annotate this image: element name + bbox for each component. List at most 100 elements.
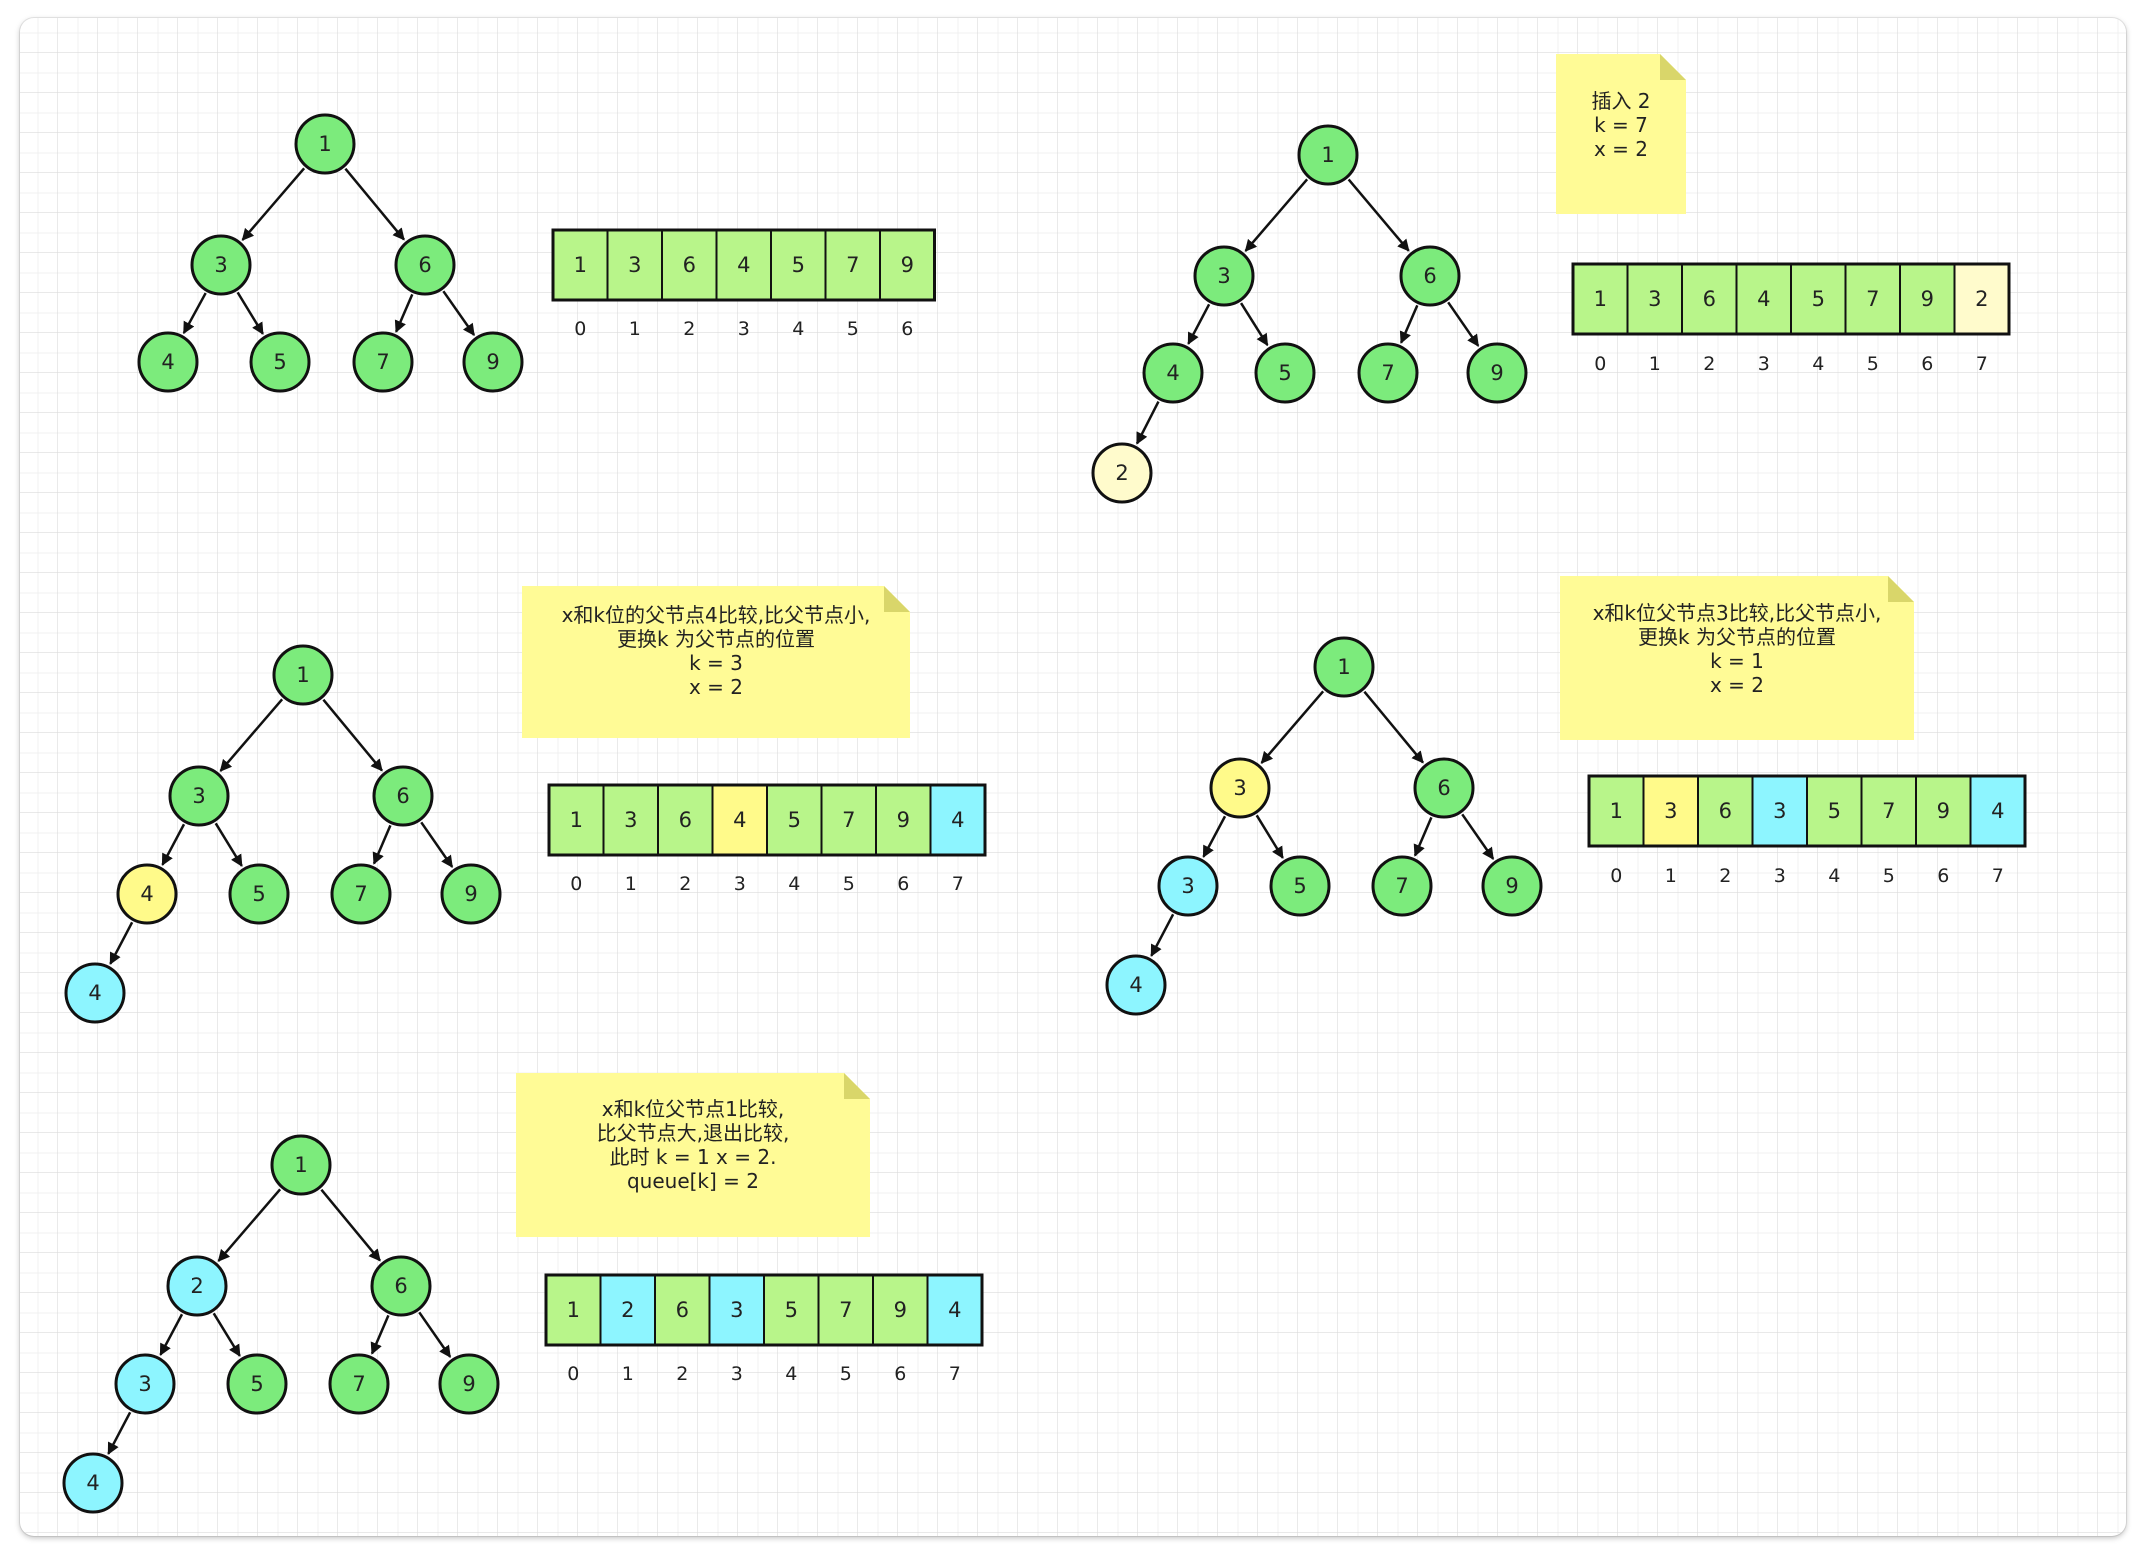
tree-node-label: 6 (396, 784, 409, 808)
tree-node-label: 1 (318, 132, 331, 156)
array-index-label: 6 (894, 1363, 906, 1385)
array-cell-value: 3 (1773, 799, 1786, 823)
tree-edge-arrow (236, 291, 264, 335)
tree-node: 4 (64, 962, 126, 1024)
array-cell (1790, 263, 1847, 335)
tree-node: 1 (294, 113, 356, 175)
array-cell (1899, 263, 1956, 335)
note-line: k = 3 (689, 651, 743, 675)
tree-node-circle (114, 1353, 176, 1415)
tree-node: 3 (114, 1353, 176, 1415)
array-cell (770, 229, 827, 301)
tree-edge-arrow (219, 698, 284, 772)
tree-node-circle (1254, 342, 1316, 404)
note-line: 更换k 为父节点的位置 (1638, 625, 1836, 649)
tree-node-label: 9 (1505, 874, 1518, 898)
array-index-label: 7 (952, 873, 964, 895)
tree-node-label: 1 (1337, 655, 1350, 679)
tree-edge-arrow (1461, 813, 1495, 860)
tree-node: 4 (62, 1452, 124, 1514)
note-line: 此时 k = 1 x = 2. (610, 1145, 777, 1169)
tree-edge-arrow (107, 1411, 132, 1455)
array-cell (875, 784, 932, 856)
note-line: x和k位父节点1比较, (602, 1097, 785, 1121)
tree-node-circle (372, 765, 434, 827)
array-cell (929, 784, 986, 856)
array-index-label: 2 (679, 873, 691, 895)
tree-edge-arrow (109, 921, 134, 965)
array-cell (711, 784, 768, 856)
tree-node-circle (1193, 245, 1255, 307)
array-index-label: 5 (843, 873, 855, 895)
tree-edge-arrow (1150, 913, 1175, 957)
tree-node: 3 (1157, 855, 1219, 917)
tree-node: 1 (1297, 124, 1359, 186)
tree-node-circle (370, 1255, 432, 1317)
array-index-label: 4 (1828, 865, 1840, 887)
array-cell-value: 9 (1937, 799, 1950, 823)
tree-node: 5 (1269, 855, 1331, 917)
array-cell (602, 784, 659, 856)
tree-node-circle (270, 1134, 332, 1196)
tree-node-circle (294, 113, 356, 175)
note-line: 更换k 为父节点的位置 (617, 627, 815, 651)
tree-node-label: 7 (1395, 874, 1408, 898)
array-index-label: 4 (1812, 353, 1824, 375)
tree-edge-arrow (161, 823, 186, 866)
tree-node-label: 4 (86, 1471, 99, 1495)
array-index-label: 1 (622, 1363, 634, 1385)
tree-node-circle (228, 863, 290, 925)
tree-edge-arrow (1187, 303, 1211, 345)
tree-node-circle (190, 234, 252, 296)
tree-node-label: 6 (418, 253, 431, 277)
array-cell-value: 9 (897, 808, 910, 832)
tree-edge-arrow (217, 1188, 282, 1262)
tree-node-label: 4 (1166, 361, 1179, 385)
tree-node-label: 3 (1217, 264, 1230, 288)
tree-edge-arrow (1363, 690, 1424, 764)
array-cell-value: 7 (1866, 287, 1879, 311)
tree-node-label: 7 (1381, 361, 1394, 385)
tree-edge-arrow (1413, 816, 1433, 857)
tree-node-label: 5 (273, 350, 286, 374)
tree-node-label: 3 (1233, 776, 1246, 800)
tree-node: 1 (1313, 636, 1375, 698)
array-cell (1697, 775, 1754, 847)
note-line: x和k位的父节点4比较,比父节点小, (562, 603, 871, 627)
array-index-label: 5 (1883, 865, 1895, 887)
tree-node: 2 (1091, 442, 1153, 504)
tree-node-circle (328, 1353, 390, 1415)
tree-edge-arrow (1399, 304, 1419, 344)
note-body (522, 586, 910, 738)
tree-node-label: 4 (1129, 973, 1142, 997)
array-cell-value: 5 (792, 253, 805, 277)
tree-node-circle (1481, 855, 1543, 917)
tree-node-label: 2 (1115, 461, 1128, 485)
tree-node-label: 2 (190, 1274, 203, 1298)
array-index-label: 1 (1649, 353, 1661, 375)
array-index-label: 3 (734, 873, 746, 895)
array-cell (879, 229, 936, 301)
array-index-label: 0 (574, 318, 586, 340)
array-index-label: 3 (1758, 353, 1770, 375)
array-cell-value: 5 (1828, 799, 1841, 823)
tree-edge-arrow (1202, 815, 1227, 858)
sticky-note: 插入 2k = 7x = 2 (1556, 54, 1686, 214)
heap-panel-5: x和k位父节点1比较,比父节点大,退出比较,此时 k = 1 x = 2.que… (62, 1073, 984, 1514)
tree-node-circle (272, 644, 334, 706)
tree-node-circle (166, 1255, 228, 1317)
tree-node-label: 5 (250, 1372, 263, 1396)
array-border (551, 228, 936, 302)
note-line: k = 7 (1594, 113, 1648, 137)
array-cell-value: 3 (730, 1298, 743, 1322)
array-index-label: 0 (1610, 865, 1622, 887)
array-cell (657, 784, 714, 856)
note-line: x和k位父节点3比较,比父节点小, (1593, 601, 1882, 625)
tree-node-circle (1313, 636, 1375, 698)
